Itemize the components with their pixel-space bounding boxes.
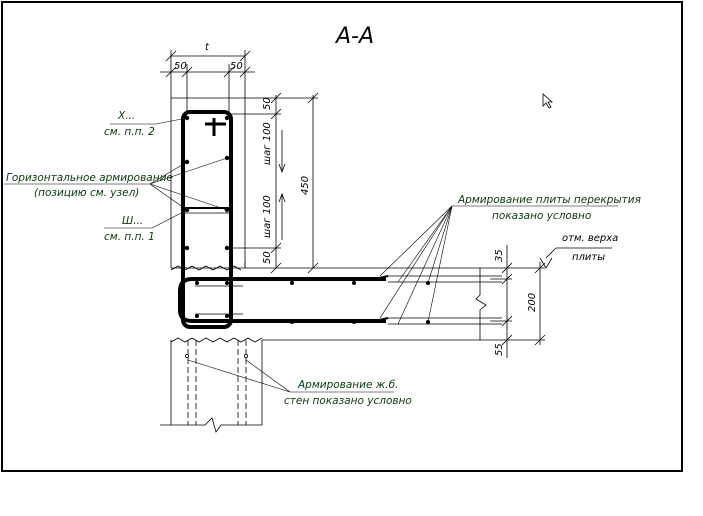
note-slab-ref: показано условно xyxy=(492,210,591,222)
dim-35: 35 xyxy=(494,249,505,262)
note-slab-title: Армирование плиты перекрытия xyxy=(457,194,641,206)
elevation-ref: плиты xyxy=(572,252,605,263)
cursor-icon xyxy=(542,93,554,109)
dim-step-100-b: шаг 100 xyxy=(262,195,273,238)
dim-55: 55 xyxy=(494,343,505,356)
note-x-ref: см. п.п. 2 xyxy=(104,126,155,138)
note-horizontal-ref: (позицию см. узел) xyxy=(34,187,139,199)
section-title: А-А xyxy=(334,24,374,49)
elevation-title: отм. верха xyxy=(562,233,618,244)
dim-450: 450 xyxy=(300,176,311,195)
dim-bottom-50: 50 xyxy=(262,251,273,264)
slab-reinforcement xyxy=(178,275,389,323)
slab-distribution-bars xyxy=(195,275,502,325)
note-sh-ref: см. п.п. 1 xyxy=(104,231,155,243)
slab-thickness-dimensions xyxy=(490,245,546,358)
wall-reinforcement xyxy=(181,110,233,329)
dim-200: 200 xyxy=(527,293,538,312)
elevation-mark xyxy=(539,247,612,269)
note-sh-title: Ш... xyxy=(122,215,143,227)
dim-step-100-a: шаг 100 xyxy=(262,122,273,165)
leader-lines xyxy=(4,117,618,393)
note-x-title: Х... xyxy=(117,110,135,122)
wall-height-dimensions xyxy=(231,92,319,274)
dim-top-50: 50 xyxy=(262,97,273,110)
note-horizontal-title: Горизонтальное армирование xyxy=(6,172,173,184)
horizontal-tie xyxy=(185,207,231,214)
wall-outline xyxy=(160,97,263,433)
dim-left-50: 50 xyxy=(174,61,187,72)
slab-outline xyxy=(170,262,502,343)
dim-right-50: 50 xyxy=(230,61,243,72)
top-dimensions xyxy=(160,50,255,112)
sheet-frame xyxy=(1,1,683,472)
note-wall-ref: стен показано условно xyxy=(284,395,412,407)
note-wall-title: Армирование ж.б. xyxy=(297,379,398,391)
dim-t: t xyxy=(205,42,210,53)
